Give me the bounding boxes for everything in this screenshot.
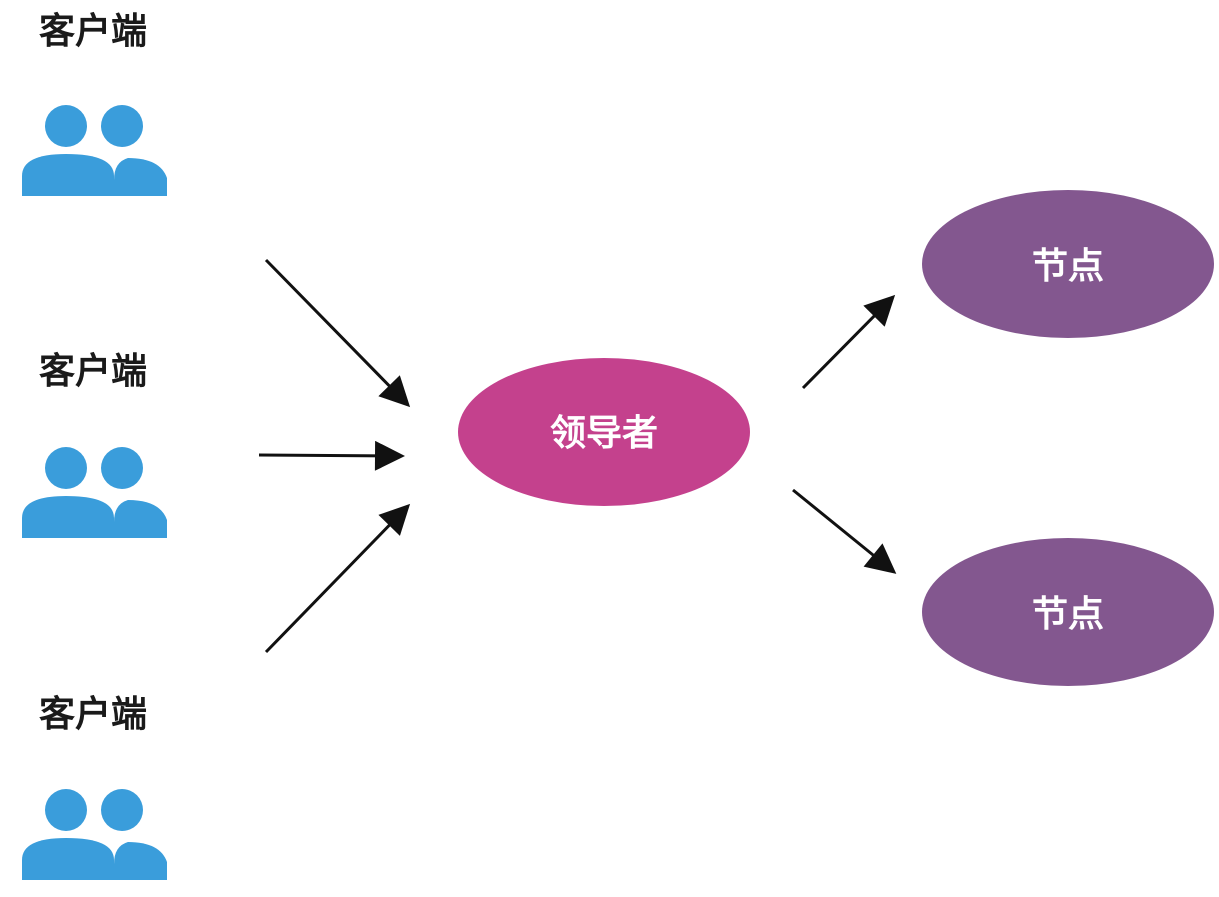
- follower-ellipse: [922, 190, 1214, 338]
- follower-ellipse: [922, 538, 1214, 686]
- leader-label: 领导者: [550, 413, 658, 454]
- client-label: 客户端: [39, 694, 147, 735]
- arrow-leader-to-follower1: [801, 294, 896, 390]
- users-icon: [22, 447, 167, 538]
- follower-node: 节点: [922, 538, 1214, 686]
- client-label: 客户端: [39, 11, 147, 52]
- follower-label: 节点: [1032, 246, 1104, 287]
- users-icon: [22, 105, 167, 196]
- client-label: 客户端: [39, 351, 147, 392]
- arrow-client2-to-leader: [258, 440, 405, 471]
- users-icon: [22, 789, 167, 880]
- leader-ellipse: [458, 358, 750, 506]
- arrow-client1-to-leader: [264, 258, 411, 408]
- leader-node: 领导者: [458, 358, 750, 506]
- arrow-leader-to-follower2: [792, 488, 897, 574]
- arrow-client3-to-leader: [264, 503, 411, 654]
- client-group: 客户端: [22, 351, 167, 538]
- client-group: 客户端: [22, 11, 167, 196]
- client-group: 客户端: [22, 694, 167, 880]
- follower-node: 节点: [922, 190, 1214, 338]
- follower-label: 节点: [1032, 594, 1104, 635]
